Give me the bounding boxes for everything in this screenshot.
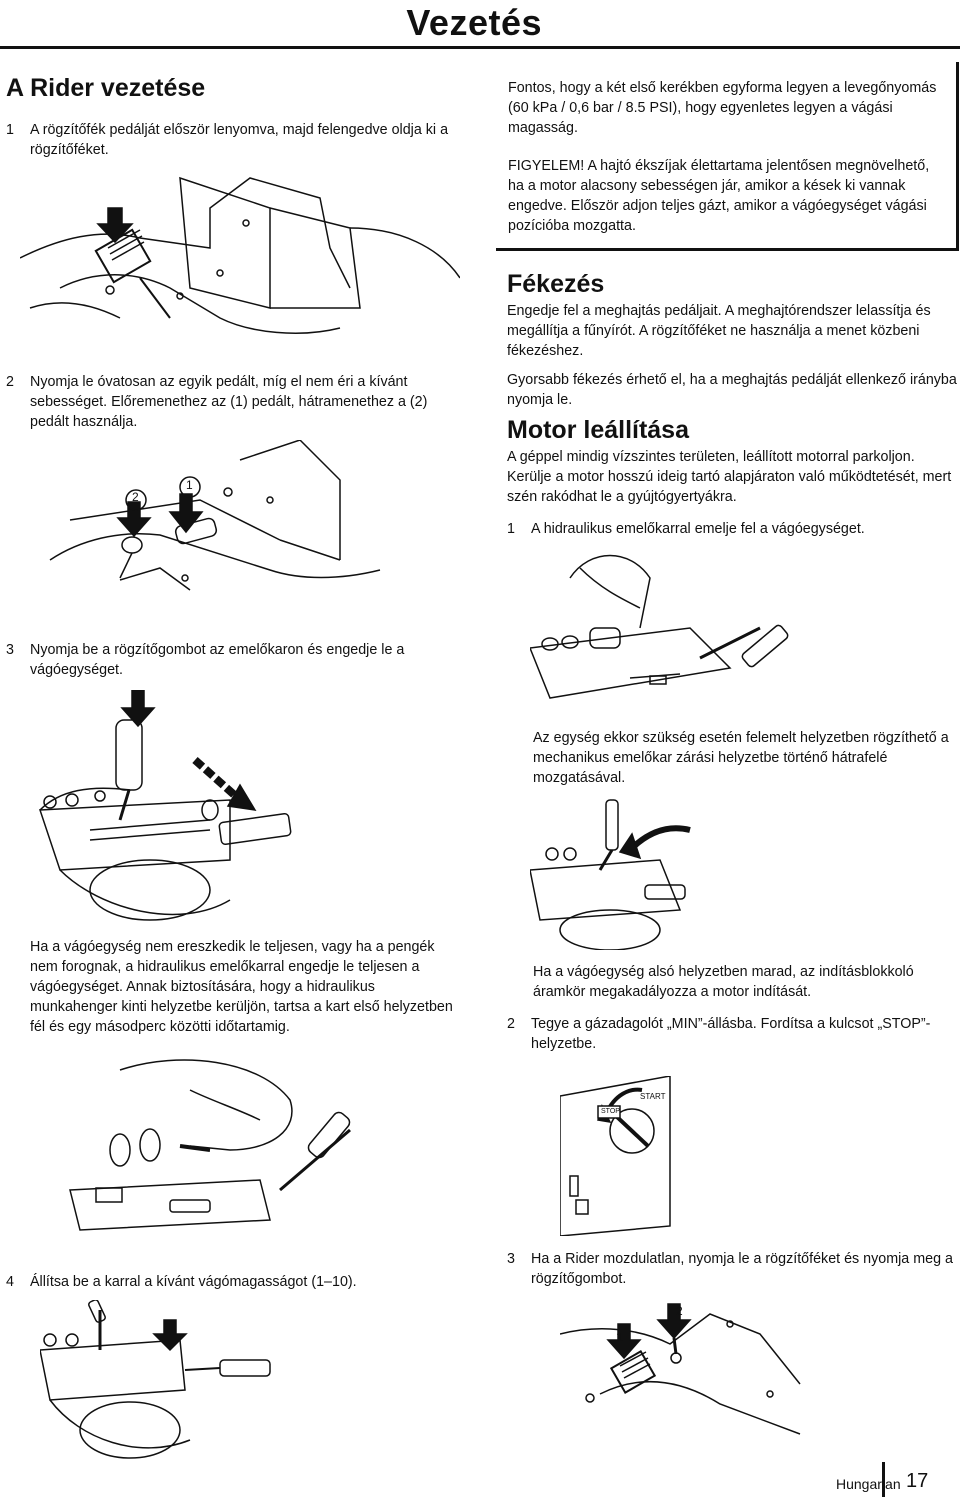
warning-text: FIGYELEM! A hajtó ékszíjak élettartama j…: [508, 158, 930, 234]
parking-brake-illustration: [20, 168, 460, 352]
step-number: 2: [507, 1016, 515, 1032]
brake-label-1: 1: [616, 1330, 623, 1344]
step-number: 2: [6, 374, 14, 390]
left-step-2: 2 Nyomja le óvatosan az egyik pedált, mí…: [6, 372, 456, 432]
interlock-note: Ha a vágóegység alsó helyzetben marad, a…: [533, 964, 914, 1000]
footer-rule: [882, 1462, 885, 1497]
lift-lever-raise-illustration: [530, 548, 820, 708]
left-step-4: 4 Állítsa be a karral a kívánt vágómagas…: [6, 1272, 456, 1292]
tyre-pressure-note: Fontos, hogy a két első kerékben egyform…: [508, 80, 937, 136]
right-step-3: 3 Ha a Rider mozdulatlan, nyomja le a rö…: [507, 1249, 957, 1289]
left-hydraulic-note: Ha a vágóegység nem ereszkedik le teljes…: [30, 939, 453, 1035]
lift-lever-lower-illustration: [30, 690, 350, 930]
braking-paragraph-2: Gyorsabb fékezés érhető el, ha a meghajt…: [507, 372, 957, 408]
lock-position-note: Az egység ekkor szükség esetén felemelt …: [533, 730, 949, 786]
page-header-title: Vezetés: [406, 2, 542, 43]
step-text: Nyomja be a rögzítőgombot az emelőkaron …: [30, 642, 405, 678]
right-step-2: 2 Tegye a gázadagolót „MIN”-állásba. For…: [507, 1014, 957, 1054]
footer-language: Hungarian: [836, 1476, 901, 1492]
step-number: 1: [507, 521, 515, 537]
braking-paragraph-1: Engedje fel a meghajtás pedáljait. A meg…: [507, 303, 931, 359]
step-number: 3: [507, 1251, 515, 1267]
brake-label-2: 2: [676, 1304, 683, 1318]
lever-lock-illustration: [530, 790, 700, 950]
header-rule: [0, 46, 960, 49]
section-title-braking: Fékezés: [507, 270, 605, 298]
pedal-label-1: 1: [186, 478, 193, 492]
left-step-3: 3 Nyomja be a rögzítőgombot az emelőkaro…: [6, 640, 456, 680]
footer-page-number: 17: [906, 1470, 929, 1492]
step-text: Ha a Rider mozdulatlan, nyomja le a rögz…: [531, 1251, 953, 1287]
drive-pedals-illustration: [40, 440, 420, 600]
pedal-label-2: 2: [132, 490, 139, 504]
cutting-height-illustration: [40, 1300, 300, 1470]
step-text: A hidraulikus emelőkarral emelje fel a v…: [531, 521, 865, 537]
step-number: 3: [6, 642, 14, 658]
step-number: 1: [6, 122, 14, 138]
hand-lever-illustration: [60, 1050, 370, 1240]
step-text: Állítsa be a karral a kívánt vágómagassá…: [30, 1274, 357, 1290]
ignition-label-start: START: [640, 1092, 666, 1101]
right-step-1: 1 A hidraulikus emelőkarral emelje fel a…: [507, 519, 957, 539]
parking-brake-lock-illustration: [560, 1294, 820, 1444]
step-text: A rögzítőfék pedálját először lenyomva, …: [30, 122, 449, 158]
step-text: Tegye a gázadagolót „MIN”-állásba. Fordí…: [531, 1016, 931, 1052]
step-text: Nyomja le óvatosan az egyik pedált, míg …: [30, 374, 428, 430]
engine-stop-paragraph: A géppel mindig vízszintes területen, le…: [507, 449, 952, 505]
ignition-key-illustration: [560, 1076, 680, 1236]
left-step-1: 1 A rögzítőfék pedálját először lenyomva…: [6, 120, 456, 160]
section-title-engine-stop: Motor leállítása: [507, 416, 689, 444]
warning-box: [496, 62, 959, 251]
ignition-label-stop: STOP: [601, 1108, 620, 1115]
section-title-driving: A Rider vezetése: [6, 74, 206, 102]
step-number: 4: [6, 1274, 14, 1290]
